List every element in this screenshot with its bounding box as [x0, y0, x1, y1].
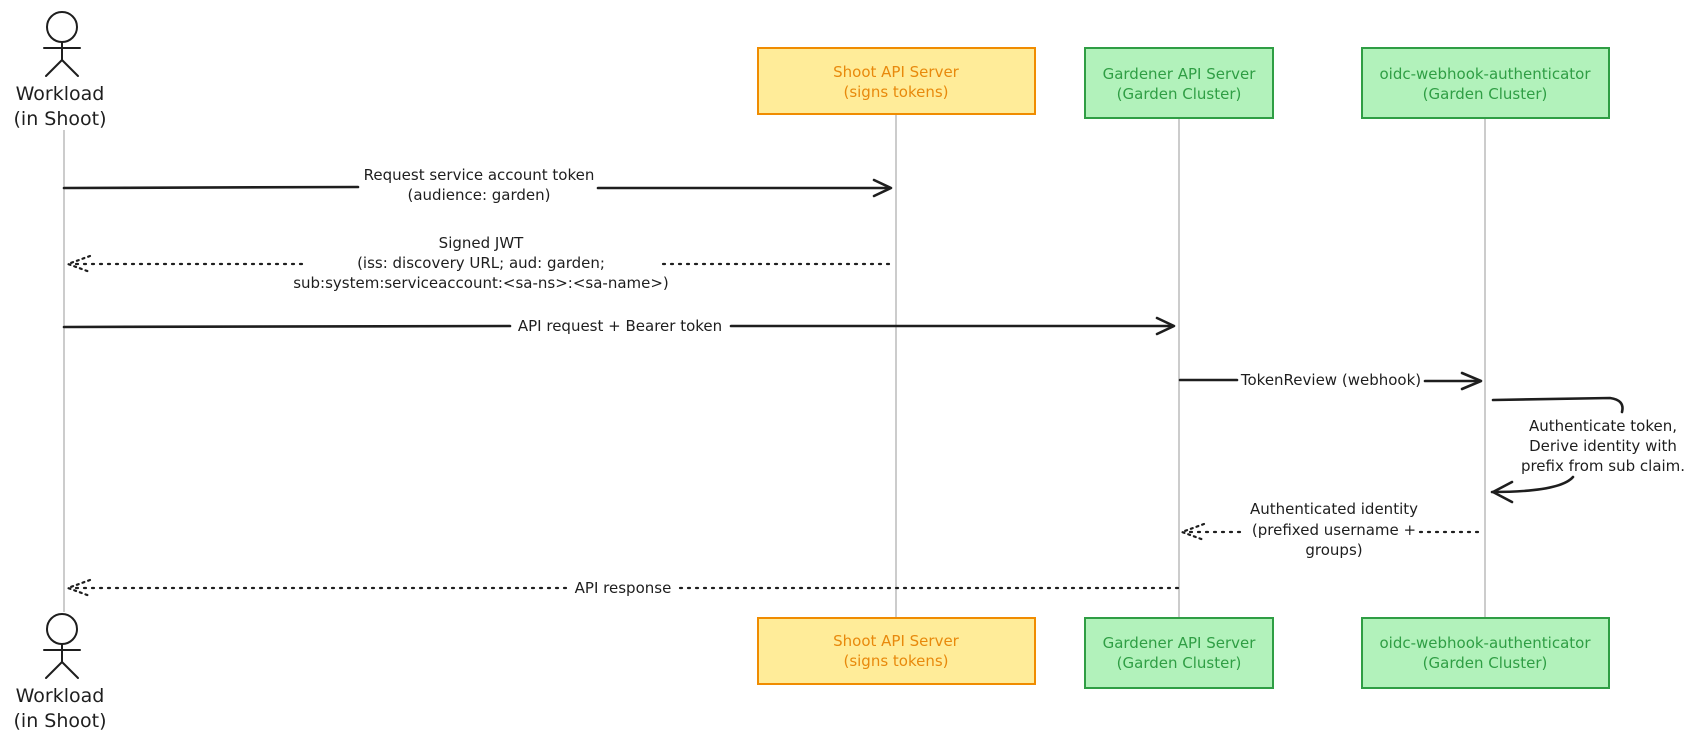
message-label-line3: sub:system:serviceaccount:<sa-ns>:<sa-na… — [293, 274, 669, 292]
message-label-line1: Authenticated identity — [1250, 500, 1418, 518]
arrow-head-icon — [1178, 522, 1206, 542]
participant-title: oidc-webhook-authenticator — [1379, 65, 1591, 83]
arrow-head-icon — [64, 254, 92, 274]
participant-subtitle: (signs tokens) — [843, 652, 948, 670]
message-label-line1: Request service account token — [364, 166, 595, 184]
message-label: API request + Bearer token — [518, 317, 722, 335]
participant-shoot-api-bottom: Shoot API Server (signs tokens) — [757, 617, 1036, 685]
participant-subtitle: (Garden Cluster) — [1117, 654, 1242, 672]
participant-title: Gardener API Server — [1103, 65, 1257, 83]
message-label-line2: Derive identity with — [1529, 437, 1677, 455]
participant-title: Gardener API Server — [1103, 634, 1257, 652]
participant-gardener-api-top: Gardener API Server (Garden Cluster) — [1084, 47, 1274, 119]
participant-title: Shoot API Server — [833, 63, 960, 81]
arrow-head-icon — [1460, 371, 1483, 391]
stick-figure-icon — [43, 613, 81, 679]
message-token-review: TokenReview (webhook) — [1178, 371, 1483, 391]
actor-label-line2: (in Shoot) — [14, 108, 107, 130]
actor-label-line2: (in Shoot) — [14, 710, 107, 732]
actor-label-line1: Workload — [16, 685, 105, 707]
message-label-line1: Signed JWT — [439, 234, 524, 252]
participant-subtitle: (Garden Cluster) — [1423, 85, 1548, 103]
stick-figure-icon — [43, 11, 81, 77]
actor-workload-top: Workload (in Shoot) — [14, 11, 107, 130]
message-label-line2: (iss: discovery URL; aud: garden; — [357, 254, 605, 272]
message-label: TokenReview (webhook) — [1240, 371, 1421, 389]
arrow-line — [1490, 475, 1575, 494]
message-authenticate-self: Authenticate token, Derive identity with… — [1490, 396, 1685, 504]
participant-title: Shoot API Server — [833, 632, 960, 650]
message-label-line3: prefix from sub claim. — [1521, 457, 1685, 475]
arrow-line — [62, 185, 360, 190]
message-signed-jwt: Signed JWT (iss: discovery URL; aud: gar… — [64, 234, 896, 292]
arrow-line — [62, 324, 512, 329]
participant-subtitle: (Garden Cluster) — [1117, 85, 1242, 103]
message-label-line1: Authenticate token, — [1529, 417, 1677, 435]
message-authenticated-identity: Authenticated identity (prefixed usernam… — [1178, 500, 1486, 559]
message-api-request: API request + Bearer token — [62, 316, 1176, 336]
message-label-line2: (prefixed username + — [1252, 521, 1416, 539]
actor-label-line1: Workload — [16, 83, 105, 105]
message-label: API response — [575, 579, 672, 597]
participant-shoot-api-top: Shoot API Server (signs tokens) — [757, 47, 1036, 115]
message-label-line3: groups) — [1305, 541, 1362, 559]
arrow-head-icon — [1155, 316, 1176, 336]
message-label-line2: (audience: garden) — [408, 186, 551, 204]
message-api-response: API response — [64, 578, 1180, 598]
arrow-head-icon — [872, 178, 893, 198]
arrow-head-icon — [64, 578, 92, 598]
participant-oidc-bottom: oidc-webhook-authenticator (Garden Clust… — [1361, 617, 1610, 689]
arrow-line — [1491, 396, 1624, 414]
participant-gardener-api-bottom: Gardener API Server (Garden Cluster) — [1084, 617, 1274, 689]
participant-subtitle: (signs tokens) — [843, 83, 948, 101]
actor-workload-bottom: Workload (in Shoot) — [14, 613, 107, 732]
arrow-head-icon — [1491, 480, 1514, 504]
participant-title: oidc-webhook-authenticator — [1379, 634, 1591, 652]
participant-oidc-top: oidc-webhook-authenticator (Garden Clust… — [1361, 47, 1610, 119]
message-request-sa-token: Request service account token (audience:… — [62, 166, 893, 204]
participant-subtitle: (Garden Cluster) — [1423, 654, 1548, 672]
